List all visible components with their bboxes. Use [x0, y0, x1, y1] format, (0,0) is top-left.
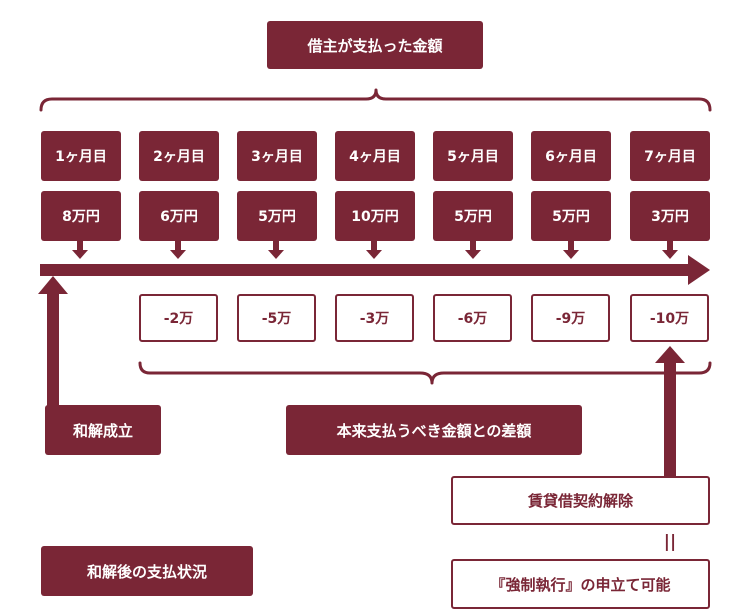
difference-month-2: -2万	[139, 294, 218, 342]
paid-amount-3: 5万円	[237, 191, 317, 241]
lease-termination-box: 賃貸借契約解除	[451, 476, 710, 525]
top-brace	[39, 88, 712, 112]
settlement-up-arrow	[38, 276, 68, 406]
paid-amount-6: 5万円	[531, 191, 611, 241]
month-label-3: 3ヶ月目	[237, 131, 317, 181]
month-label-4: 4ヶ月目	[335, 131, 415, 181]
paid-amount-5: 5万円	[433, 191, 513, 241]
difference-month-7: -10万	[630, 294, 709, 342]
difference-month-5: -6万	[433, 294, 512, 342]
paid-amount-1: 8万円	[41, 191, 121, 241]
month-label-6: 6ヶ月目	[531, 131, 611, 181]
month-label-5: 5ヶ月目	[433, 131, 513, 181]
lower-brace	[138, 361, 712, 385]
difference-caption: 本来支払うべき金額との差額	[286, 405, 582, 455]
difference-month-4: -3万	[335, 294, 414, 342]
timeline-arrow	[40, 255, 710, 285]
difference-month-3: -5万	[237, 294, 316, 342]
paid-amount-7: 3万円	[630, 191, 710, 241]
paid-amount-4: 10万円	[335, 191, 415, 241]
settlement-label: 和解成立	[45, 405, 161, 455]
month-label-2: 2ヶ月目	[139, 131, 219, 181]
month-label-1: 1ヶ月目	[41, 131, 121, 181]
status-caption: 和解後の支払状況	[41, 546, 253, 596]
header-title: 借主が支払った金額	[267, 21, 483, 69]
paid-amount-2: 6万円	[139, 191, 219, 241]
equals-sign: ||	[663, 532, 677, 552]
month-label-7: 7ヶ月目	[630, 131, 710, 181]
difference-month-6: -9万	[531, 294, 610, 342]
enforcement-box: 『強制執行』の申立て可能	[451, 559, 710, 609]
down-arrows	[72, 241, 678, 259]
termination-up-arrow	[655, 346, 685, 477]
